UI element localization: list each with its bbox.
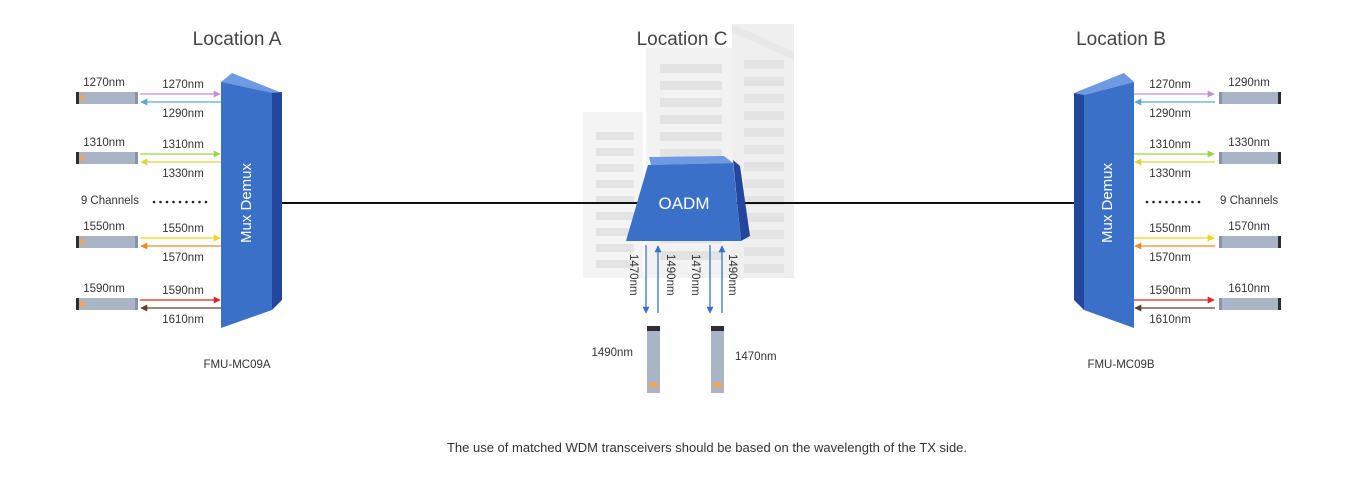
location-a-channels: 1270nm 1270nm 1290nm 1310nm 1310nm 1330nm 1550… (76, 77, 221, 326)
ellipsis-dot (191, 200, 195, 204)
module-wavelength-label: 1610nm (1228, 283, 1270, 295)
module-wavelength-label: 1550nm (83, 221, 125, 233)
ellipsis-dots-a (152, 200, 208, 204)
module-wavelength-label: 1330nm (1228, 137, 1270, 149)
transceiver-module (1219, 92, 1281, 104)
transceiver-module (1219, 152, 1281, 164)
ellipsis-dot (152, 200, 156, 204)
location-b-channels: 1290nm 1270nm 1290nm 1330nm 1310nm 1330nm 1570… (1134, 77, 1281, 326)
module-wavelength-label: 1570nm (1228, 221, 1270, 233)
footnote-caption: The use of matched WDM transceivers shou… (447, 440, 967, 455)
mux-demux-b: Mux Demux (1074, 73, 1134, 328)
ellipsis-dot (1197, 200, 1201, 204)
transceiver-module (76, 152, 138, 164)
model-a-label: FMU-MC09A (203, 359, 270, 371)
ellipsis-dot (178, 200, 182, 204)
module-c-left-label: 1490nm (591, 347, 633, 359)
drop-label-4: 1490nm (726, 254, 738, 296)
location-b-title: Location B (1076, 29, 1166, 50)
transceiver-module (76, 236, 138, 248)
rx-wavelength-label: 1330nm (1149, 168, 1191, 180)
ellipsis-dot (1184, 200, 1188, 204)
rx-wavelength-label: 1570nm (1149, 252, 1191, 264)
tx-wavelength-label: 1310nm (1149, 139, 1191, 151)
channels-count-a: 9 Channels (81, 195, 139, 207)
tx-wavelength-label: 1590nm (1149, 285, 1191, 297)
rx-wavelength-label: 1290nm (162, 108, 204, 120)
tx-wavelength-label: 1270nm (1149, 79, 1191, 91)
drop-label-1: 1470nm (627, 254, 639, 296)
channels-count-b: 9 Channels (1220, 195, 1278, 207)
tx-wavelength-label: 1310nm (162, 139, 204, 151)
ellipsis-dot (1158, 200, 1162, 204)
b-channel-row: 1570nm 1550nm 1570nm (1134, 221, 1281, 264)
ellipsis-dot (198, 200, 201, 204)
transceiver-module (1219, 236, 1281, 248)
transceiver-module-c-left (647, 326, 660, 393)
tx-wavelength-label: 1550nm (162, 223, 204, 235)
a-channel-row: 1270nm 1270nm 1290nm (76, 77, 221, 120)
ellipsis-dot (185, 200, 188, 204)
mux-demux-b-label: Mux Demux (1099, 162, 1116, 243)
module-wavelength-label: 1310nm (83, 137, 125, 149)
rx-wavelength-label: 1570nm (162, 252, 204, 264)
b-channel-row: 1610nm 1590nm 1610nm (1134, 283, 1281, 326)
tx-wavelength-label: 1270nm (162, 79, 204, 91)
transceiver-module (76, 92, 138, 104)
transceiver-module (1219, 298, 1281, 310)
a-channel-row: 1550nm 1550nm 1570nm (76, 221, 221, 264)
ellipsis-dot (159, 200, 162, 204)
a-channel-row: 1590nm 1590nm 1610nm (76, 283, 221, 326)
module-wavelength-label: 1290nm (1228, 77, 1270, 89)
b-channel-row: 1330nm 1310nm 1330nm (1134, 137, 1281, 180)
ellipsis-dot (165, 200, 169, 204)
rx-wavelength-label: 1330nm (162, 168, 204, 180)
rx-wavelength-label: 1290nm (1149, 108, 1191, 120)
ellipsis-dot (1191, 200, 1194, 204)
mux-demux-a: Mux Demux (221, 73, 282, 328)
oadm-drop-arrows (642, 245, 726, 314)
tx-wavelength-label: 1590nm (162, 285, 204, 297)
transceiver-module-c-right (711, 326, 724, 393)
module-wavelength-label: 1270nm (83, 77, 125, 89)
ellipsis-dots-b (1145, 200, 1201, 204)
oadm-label: OADM (659, 194, 710, 213)
ellipsis-dot (204, 200, 208, 204)
module-wavelength-label: 1590nm (83, 283, 125, 295)
ellipsis-dot (1171, 200, 1175, 204)
oadm-unit: OADM (626, 156, 750, 241)
location-a-title: Location A (193, 29, 282, 50)
rx-wavelength-label: 1610nm (1149, 314, 1191, 326)
module-c-right-label: 1470nm (735, 351, 777, 363)
drop-label-2: 1490nm (664, 254, 676, 296)
tx-wavelength-label: 1550nm (1149, 223, 1191, 235)
ellipsis-dot (172, 200, 175, 204)
mux-demux-a-label: Mux Demux (238, 162, 255, 243)
drop-label-3: 1470nm (689, 254, 701, 296)
b-channel-row: 1290nm 1270nm 1290nm (1134, 77, 1281, 120)
model-b-label: FMU-MC09B (1087, 359, 1154, 371)
ellipsis-dot (1152, 200, 1155, 204)
location-c-title: Location C (637, 29, 728, 50)
ellipsis-dot (1165, 200, 1168, 204)
transceiver-module (76, 298, 138, 310)
ellipsis-dot (1178, 200, 1181, 204)
ellipsis-dot (1145, 200, 1149, 204)
a-channel-row: 1310nm 1310nm 1330nm (76, 137, 221, 180)
rx-wavelength-label: 1610nm (162, 314, 204, 326)
